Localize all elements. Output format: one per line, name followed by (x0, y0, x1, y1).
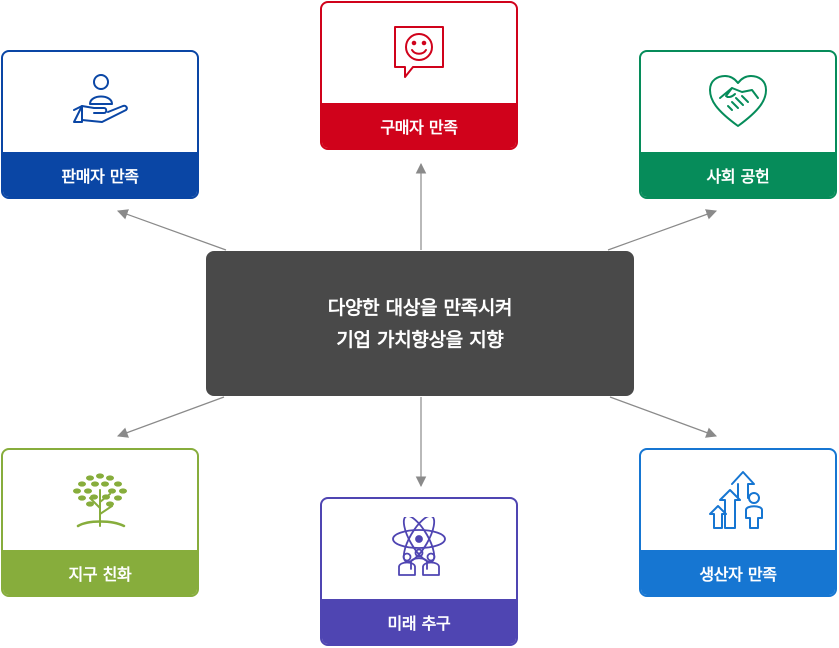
center-message-box: 다양한 대상을 만족시켜 기업 가치향상을 지향 (206, 251, 634, 396)
producer-label: 생산자 만족 (641, 550, 835, 595)
growth-person-icon (709, 471, 763, 529)
earth-label: 지구 친화 (3, 550, 197, 595)
center-line-1: 다양한 대상을 만족시켜 (327, 296, 513, 319)
hand-person-icon (73, 74, 128, 123)
social-label: 사회 공헌 (641, 152, 835, 197)
arrow-to-social (607, 209, 718, 251)
arrow-to-seller (116, 209, 227, 251)
future-label: 미래 추구 (322, 599, 516, 644)
card-earth-friendly: 지구 친화 (1, 448, 199, 597)
arrow-to-producer (609, 396, 718, 438)
smile-chat-icon (394, 26, 444, 78)
tree-icon (73, 473, 127, 528)
card-future-pursuit: 미래 추구 (320, 497, 518, 646)
heart-handshake-icon (709, 75, 767, 127)
seller-label: 판매자 만족 (3, 152, 197, 197)
card-seller-satisfaction: 판매자 만족 (1, 50, 199, 199)
card-social-contribution: 사회 공헌 (639, 50, 837, 199)
buyer-label: 구매자 만족 (322, 103, 516, 148)
center-line-2: 기업 가치향상을 지향 (336, 328, 504, 351)
card-producer-satisfaction: 생산자 만족 (639, 448, 837, 597)
card-buyer-satisfaction: 구매자 만족 (320, 1, 518, 150)
atom-people-icon (392, 517, 446, 576)
arrow-to-earth (116, 396, 225, 438)
